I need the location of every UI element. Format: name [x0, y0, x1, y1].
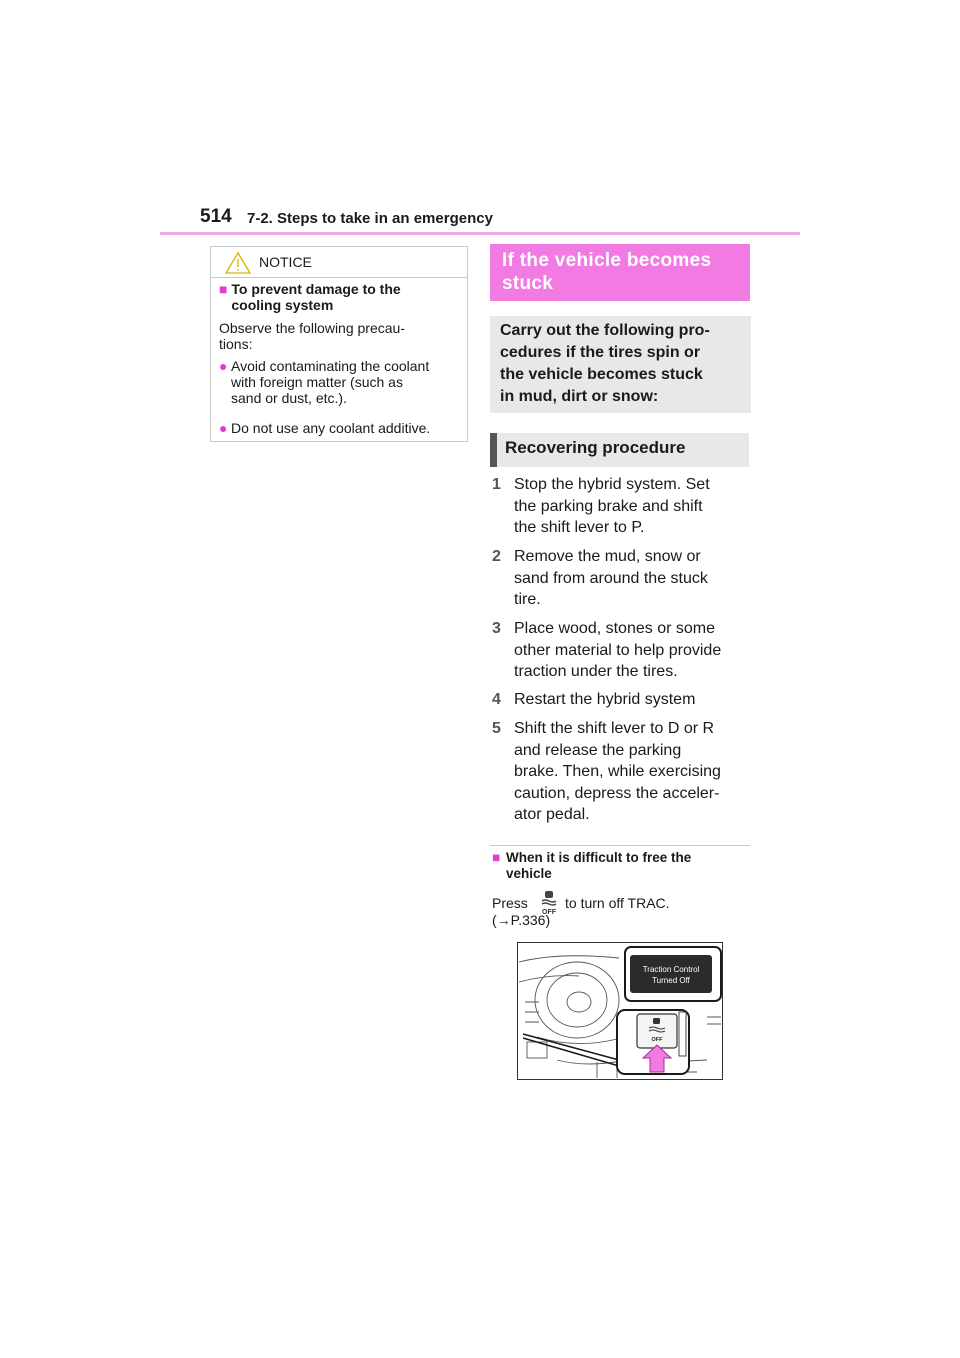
notice-intro-line: tions: — [219, 336, 253, 352]
warning-triangle-icon — [225, 252, 251, 274]
step-number: 5 — [492, 720, 501, 737]
step-item: 5 Shift the shift lever to D or R and re… — [492, 718, 754, 826]
step-line: Shift the shift lever to D or R — [514, 720, 715, 737]
header-rule — [160, 232, 800, 235]
stuck-intro-line: Carry out the following pro- — [500, 322, 710, 339]
bullet-dot-icon: ● — [219, 420, 228, 436]
notice-bullet-line: Do not use any coolant additive. — [231, 420, 431, 436]
step-line: the parking brake and shift — [514, 497, 703, 515]
stuck-intro-box: Carry out the following pro- cedures if … — [490, 316, 751, 413]
step-line: other material to help provide — [514, 641, 722, 659]
notice-intro: Observe the following precau- tions: — [219, 320, 405, 352]
notice-bullet: ● Avoid contaminating the coolant with f… — [219, 358, 429, 406]
callout-line — [522, 1033, 620, 1061]
procedure-heading: Recovering procedure — [490, 433, 749, 467]
difficult-heading: ■ When it is difficult to free the vehic… — [492, 850, 750, 882]
step-line: ator pedal. — [514, 806, 590, 823]
notice-heading: ■ To prevent damage to the cooling syste… — [219, 281, 431, 313]
section-title: 7-2. Steps to take in an emergency — [247, 210, 493, 227]
notice-bullet-line: with foreign matter (such as — [231, 374, 403, 390]
step-line: the shift lever to P. — [514, 519, 645, 536]
step-item: 3 Place wood, stones or some other mater… — [492, 618, 754, 683]
difficult-heading-line: When it is difficult to free the — [506, 850, 692, 865]
notice-heading-text: To prevent damage to the cooling system — [231, 281, 401, 313]
square-marker-icon: ■ — [492, 850, 501, 865]
step-line: Restart the hybrid system — [514, 691, 696, 708]
step-line: caution, depress the acceler- — [514, 784, 720, 802]
notice-bullet-line: Avoid contaminating the coolant — [231, 358, 430, 374]
section-divider — [490, 845, 750, 846]
multi-info-display — [630, 955, 712, 993]
stuck-intro-line: in mud, dirt or snow: — [500, 388, 659, 405]
step-line: tire. — [514, 591, 541, 608]
step-line: Stop the hybrid system. Set — [514, 476, 710, 493]
trac-icon-label: OFF — [542, 909, 557, 916]
notice-intro-line: Observe the following precau- — [219, 320, 405, 336]
stuck-heading: If the vehicle becomes stuck — [490, 244, 750, 301]
procedure-heading-text: Recovering procedure — [505, 438, 686, 457]
step-line: Remove the mud, snow or — [514, 548, 701, 565]
step-item: 4 Restart the hybrid system — [492, 689, 754, 711]
switch-off-label: OFF — [652, 1037, 664, 1043]
step-line: sand from around the stuck — [514, 569, 708, 587]
display-message-line2: Turned Off — [652, 976, 691, 985]
press-after-text: to turn off TRAC. — [565, 895, 670, 911]
step-line: and release the parking — [514, 741, 682, 759]
callout-line — [522, 1037, 620, 1067]
dashboard-illustration: Traction Control Turned Off OFF — [517, 942, 723, 1080]
notice-bullet: ● Do not use any coolant additive. — [219, 420, 430, 436]
stuck-heading-line: stuck — [502, 273, 554, 294]
step-item: 1 Stop the hybrid system. Set the parkin… — [492, 474, 754, 539]
display-message-line1: Traction Control — [643, 965, 700, 974]
traction-control-off-icon: OFF — [541, 891, 557, 916]
step-number: 2 — [492, 548, 501, 565]
step-line: brake. Then, while exercising — [514, 763, 721, 780]
square-marker-icon: ■ — [219, 281, 228, 297]
pointing-arrow-icon — [641, 1044, 673, 1073]
difficult-heading-line: vehicle — [506, 866, 552, 881]
page-number: 514 — [200, 206, 232, 227]
trac-off-switch-icon: OFF — [648, 1018, 666, 1043]
step-number: 4 — [492, 691, 501, 708]
bullet-dot-icon: ● — [219, 358, 228, 374]
notice-bullet-line: sand or dust, etc.). — [231, 390, 347, 406]
stuck-intro-line: the vehicle becomes stuck — [500, 366, 703, 383]
notice-box: NOTICE ■ To prevent damage to the coolin… — [210, 246, 468, 442]
step-line: traction under the tires. — [514, 663, 678, 680]
stuck-heading-line: If the vehicle becomes — [502, 250, 712, 271]
notice-label: NOTICE — [259, 254, 312, 270]
page-reference: (→P.336) — [492, 912, 551, 928]
step-number: 3 — [492, 620, 501, 637]
step-line: Place wood, stones or some — [514, 620, 715, 637]
step-item: 2 Remove the mud, snow or sand from arou… — [492, 546, 754, 611]
press-text: Press — [492, 895, 528, 911]
switch-panel-edge — [678, 1011, 687, 1057]
step-number: 1 — [492, 476, 501, 493]
stuck-intro-line: cedures if the tires spin or — [500, 344, 701, 361]
notice-header: NOTICE — [211, 247, 467, 278]
